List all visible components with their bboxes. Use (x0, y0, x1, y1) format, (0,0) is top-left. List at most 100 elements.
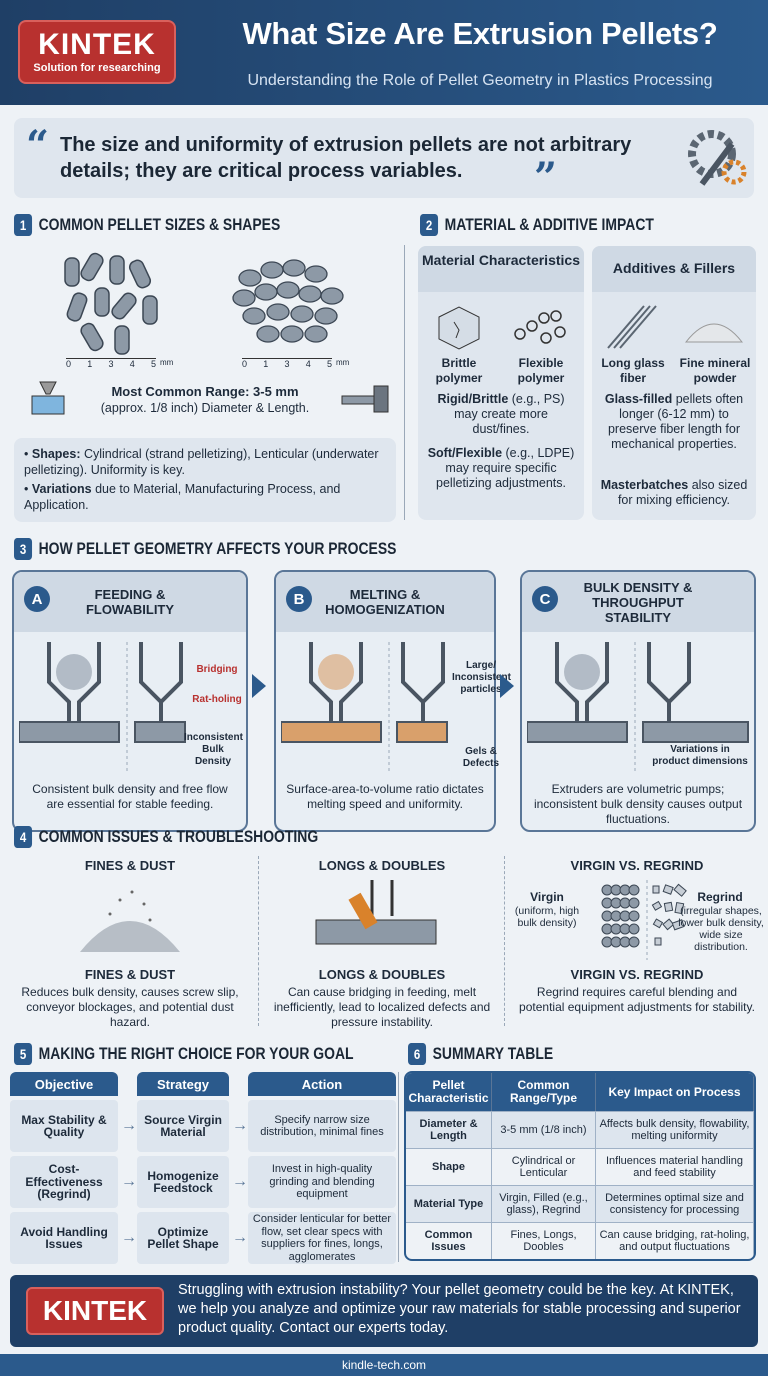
card-caption: Extruders are volumetric pumps; inconsis… (533, 782, 743, 826)
divider (504, 856, 505, 1026)
section-title: COMMON PELLET SIZES & SHAPES (38, 215, 281, 234)
extruder-hopper-illustration (527, 642, 749, 772)
grid-cell: Invest in high-quality grinding and blen… (248, 1156, 396, 1208)
open-quote-icon: “ (26, 122, 50, 169)
ruler-tick: 1 (87, 359, 93, 369)
extruder-hopper-illustration (19, 642, 186, 772)
range-sub: (approx. 1/8 inch) Diameter & Length. (100, 401, 310, 415)
ruler-tick: 4 (305, 359, 311, 369)
virgin-regrind-illustration (601, 880, 687, 960)
issue-title: VIRGIN VS. REGRIND (570, 967, 704, 982)
panel-title: Material Characteristics (418, 246, 584, 292)
brittle-label: Brittle polymer (435, 356, 483, 385)
table-cell: Cylindrical or Lenticular (492, 1148, 596, 1185)
process-label: Gels & Defects (462, 746, 500, 769)
flexible-chain-icon (514, 310, 566, 344)
table-cell: Fines, Longs, Doobles (492, 1222, 596, 1259)
page-subtitle: Understanding the Role of Pellet Geometr… (247, 72, 713, 89)
footer-link[interactable]: kindle-tech.com (0, 1354, 768, 1376)
table-cell: Virgin, Filled (e.g., glass), Regrind (492, 1185, 596, 1222)
soft-text: Soft/Flexible (e.g., LDPE) may require s… (424, 446, 578, 491)
cta-banner: KINTEK Struggling with extrusion instabi… (10, 1275, 758, 1347)
section-title: COMMON ISSUES & TROUBLESHOOTING (38, 827, 319, 846)
text-body: (e.g., PS) may create more dust/fines. (454, 392, 565, 436)
fines-dust-illustration (80, 890, 180, 952)
quote-text: The size and uniformity of extrusion pel… (60, 134, 632, 182)
process-label: Rat-holing (192, 694, 242, 705)
cta-logo[interactable]: KINTEK (26, 1287, 164, 1335)
process-label: Inconsistent Bulk Density (184, 732, 243, 767)
table-header: Key Impact on Process (596, 1073, 754, 1111)
ruler-tick: 0 (242, 359, 248, 369)
ruler-tick: 1 (263, 359, 269, 369)
card-title: BULK DENSITY & THROUGHPUT STABILITY (583, 579, 693, 625)
section-number: 3 (14, 538, 33, 560)
page-title: What Size Are Extrusion Pellets? (242, 16, 718, 51)
arrow-right-icon (500, 674, 514, 698)
text-bold: Rigid/Brittle (437, 392, 509, 406)
grid-cell: Avoid Handling Issues (10, 1212, 118, 1264)
spacer (232, 1072, 245, 1096)
quote-box: “ The size and uniformity of extrusion p… (14, 118, 754, 201)
card-title: MELTING & HOMOGENIZATION (325, 587, 445, 617)
process-label: Large/ Inconsistent particles (452, 660, 511, 695)
ruler-unit: mm (160, 358, 174, 367)
longs-doubles-illustration (315, 880, 437, 945)
bullet-text: due to Material, Manufacturing Process, … (24, 482, 341, 512)
extruder-icon (341, 385, 389, 413)
arrow-right-icon: → (121, 1229, 137, 1246)
text-bold: Glass-filled (604, 392, 673, 406)
ruler-unit: mm (336, 358, 350, 367)
section-number: 2 (420, 214, 439, 236)
text-bold: Soft/Flexible (427, 446, 503, 460)
rigid-text: Rigid/Brittle (e.g., PS) may create more… (424, 392, 578, 437)
card-letter-badge: A (24, 586, 50, 612)
table-cell: Diameter & Length (406, 1111, 492, 1148)
spacer (121, 1072, 134, 1096)
issue-text: Reduces bulk density, causes screw slip,… (21, 985, 239, 1029)
table-header: Common Range/Type (492, 1073, 596, 1111)
grid-cell: Max Stability & Quality (10, 1100, 118, 1152)
section-number: 5 (14, 1043, 33, 1065)
grid-cell: Optimize Pellet Shape (137, 1212, 229, 1264)
glass-filled-text: Glass-filled pellets often longer (6-12 … (598, 392, 750, 452)
bullet-bold: Variations (31, 482, 92, 496)
bullet-bold: Shapes: (31, 447, 81, 461)
ruler-tick: 5 (326, 359, 332, 369)
range-title: Most Common Range: 3-5 mm (111, 384, 299, 399)
grid-header: Objective (10, 1072, 118, 1096)
card-caption: Consistent bulk density and free flow ar… (32, 782, 228, 811)
section-title: SUMMARY TABLE (432, 1044, 554, 1063)
close-quote-icon: ” (534, 154, 558, 201)
flexible-label: Flexible polymer (517, 356, 565, 385)
glass-fiber-icon (607, 305, 657, 349)
kintek-logo[interactable]: KINTEK Solution for researching (18, 20, 176, 84)
cta-text: Struggling with extrusion instability? Y… (178, 1282, 741, 1336)
table-cell: Shape (406, 1148, 492, 1185)
table-header: Pellet Characteristic (406, 1073, 492, 1111)
ruler-tick: 3 (284, 359, 290, 369)
issue-text: Regrind requires careful blending and po… (519, 985, 755, 1014)
arrow-right-icon: → (232, 1173, 248, 1190)
section-1-heading: 1 COMMON PELLET SIZES & SHAPES (14, 214, 280, 236)
ruler-right: 0 1 3 4 5 (242, 358, 332, 369)
section-1-notes: • Shapes: Cylindrical (strand pelletizin… (14, 438, 396, 522)
gear-screw-icon (688, 130, 747, 186)
issue-title: LONGS & DOUBLES (318, 967, 446, 982)
section-number: 1 (14, 214, 33, 236)
mineral-powder-icon (684, 323, 744, 343)
ruler-tick: 4 (129, 359, 135, 369)
grid-cell: Homogenize Feedstock (137, 1156, 229, 1208)
arrow-right-icon: → (121, 1173, 137, 1190)
table-cell: Common Issues (406, 1222, 492, 1259)
